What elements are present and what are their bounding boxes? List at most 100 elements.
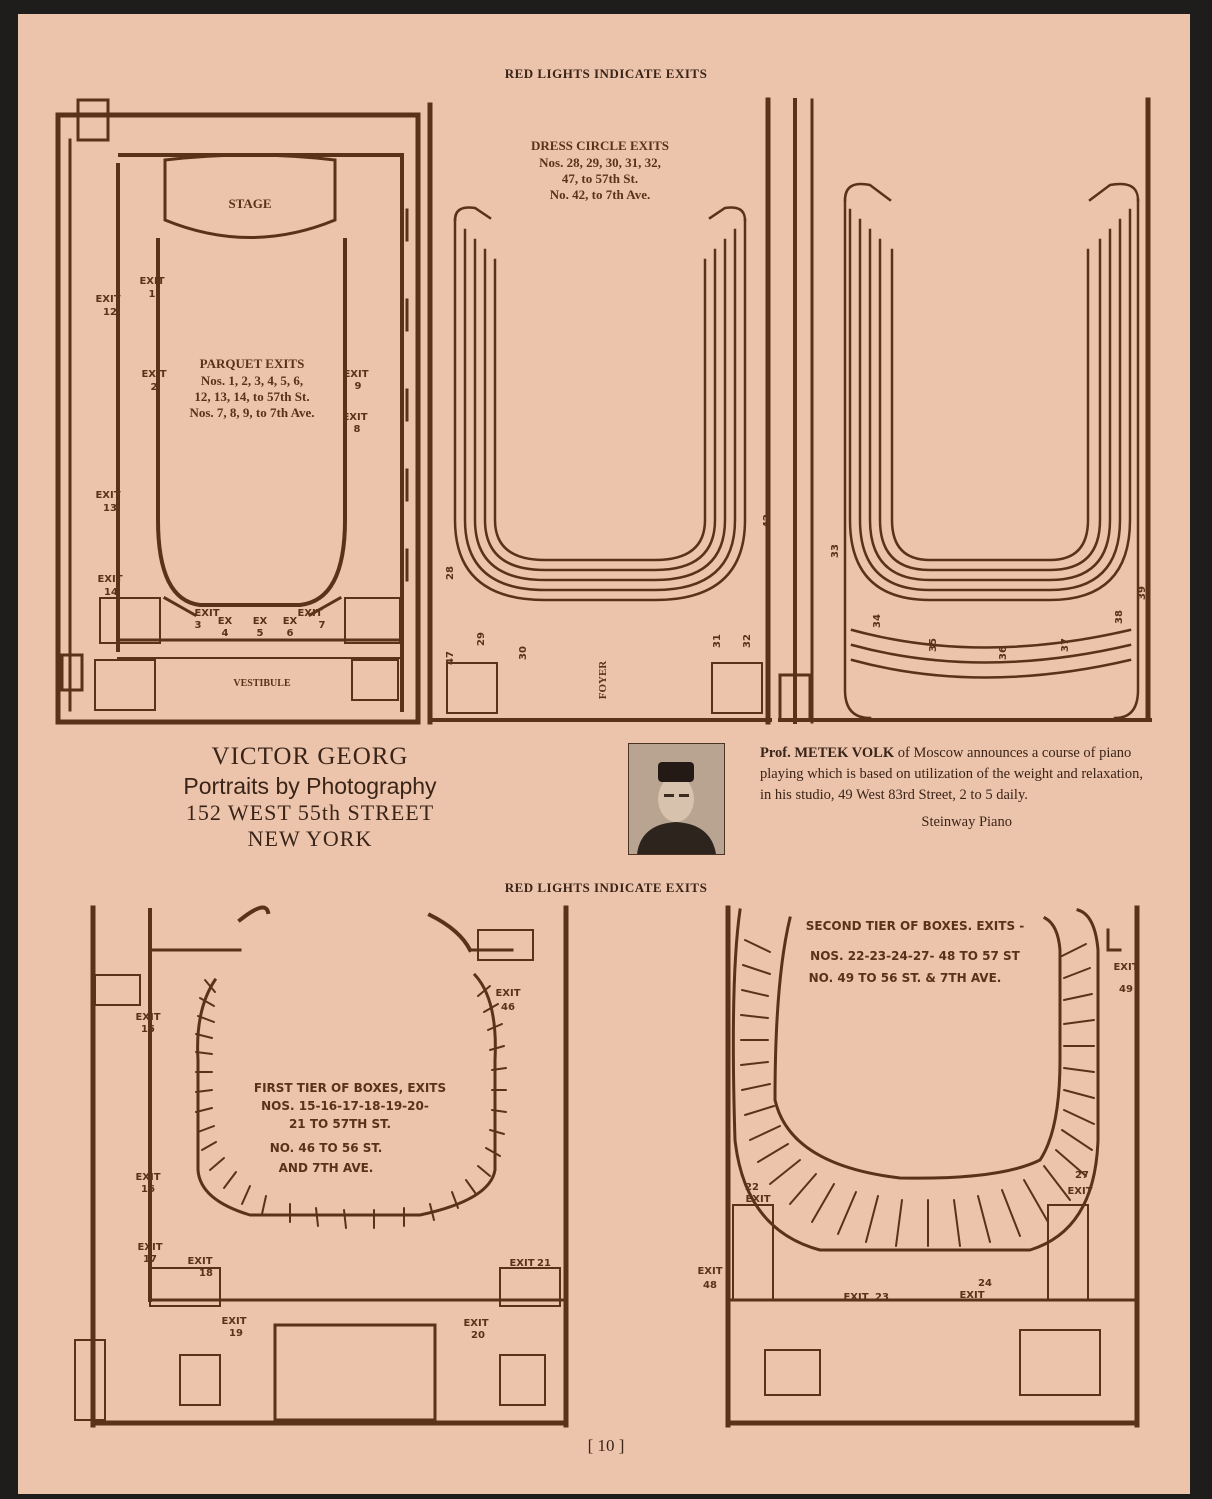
exit-word: EXIT bbox=[697, 1266, 722, 1277]
exit-number: 8 bbox=[354, 424, 361, 435]
exit-word: EXIT bbox=[221, 1316, 246, 1327]
victor-tagline: Portraits by Photography bbox=[183, 773, 437, 799]
exit-number: 47 bbox=[445, 651, 456, 665]
exit-number: 12 bbox=[103, 307, 117, 318]
parquet-exits-title: PARQUET EXITS bbox=[200, 356, 305, 371]
vestibule-label: VESTIBULE bbox=[233, 678, 291, 689]
exit-number: 9 bbox=[355, 381, 362, 392]
exit-number: 15 bbox=[141, 1024, 155, 1035]
exit-word: EXIT bbox=[135, 1172, 160, 1183]
exit-number: 46 bbox=[501, 1002, 515, 1013]
second-tier-line-3: NO. 49 TO 56 ST. & 7TH AVE. bbox=[809, 971, 1002, 985]
program-page bbox=[18, 14, 1190, 1494]
parquet-line-2: 12, 13, 14, to 57th St. bbox=[194, 389, 309, 404]
exit-number: 5 bbox=[257, 628, 264, 639]
volk-prefix: Prof. bbox=[760, 745, 791, 761]
victor-name: VICTOR GEORG bbox=[211, 743, 409, 770]
metek-volk-ad: Prof. METEK VOLK of Moscow announces a c… bbox=[760, 743, 1152, 833]
exit-word: EXIT bbox=[509, 1258, 534, 1269]
exit-number: 13 bbox=[103, 503, 117, 514]
exit-number: 33 bbox=[830, 544, 841, 558]
exit-number: 48 bbox=[703, 1280, 717, 1291]
exit-word: EXIT bbox=[1067, 1186, 1092, 1197]
ex-word: EX bbox=[218, 616, 233, 627]
exit-number: 35 bbox=[928, 638, 939, 652]
bottom-caption: RED LIGHTS INDICATE EXITS bbox=[504, 880, 708, 895]
first-tier-line-4: NO. 46 TO 56 ST. bbox=[270, 1141, 383, 1155]
floor-plans-bottom: FIRST TIER OF BOXES, EXITS NOS. 15-16-17… bbox=[74, 905, 1140, 1428]
victor-georg-ad: VICTOR GEORG Portraits by Photography 15… bbox=[100, 742, 520, 852]
stage-label: STAGE bbox=[228, 196, 271, 211]
exit-word: EXIT bbox=[135, 1012, 160, 1023]
exit-number: 18 bbox=[199, 1268, 213, 1279]
dress-circle-line-1: Nos. 28, 29, 30, 31, 32, bbox=[539, 155, 661, 170]
exit-word: EXIT bbox=[95, 294, 120, 305]
exit-word: EXIT bbox=[1113, 962, 1138, 973]
exit-word: EXIT bbox=[342, 412, 367, 423]
top-caption: RED LIGHTS INDICATE EXITS bbox=[504, 66, 708, 81]
foyer-label: FOYER bbox=[597, 660, 609, 700]
stage-outline bbox=[163, 153, 337, 239]
exit-word: EXIT bbox=[141, 369, 166, 380]
exit-number: 28 bbox=[445, 566, 456, 580]
exit-number: 14 bbox=[104, 587, 118, 598]
victor-address: 152 WEST 55th STREET bbox=[185, 800, 435, 825]
exit-number: 17 bbox=[143, 1254, 157, 1265]
exit-word: EXIT bbox=[343, 369, 368, 380]
exit-number: 19 bbox=[229, 1328, 243, 1339]
dress-circle-line-2: 47, to 57th St. bbox=[562, 171, 638, 186]
exit-number: 4 bbox=[222, 628, 229, 639]
exit-number: 42 bbox=[762, 514, 773, 528]
exit-number: 34 bbox=[872, 614, 883, 628]
exit-word: EXIT bbox=[95, 490, 120, 501]
exit-number: 6 bbox=[287, 628, 294, 639]
floor-plans-top: STAGE VESTIBULE PARQUET EXITS Nos. 1, 2,… bbox=[55, 97, 1152, 725]
exit-number: 49 bbox=[1119, 984, 1133, 995]
volk-body: of Moscow announces a course of piano pl… bbox=[760, 745, 1143, 803]
exit-number: 7 bbox=[319, 620, 326, 631]
dress-circle-tiers bbox=[453, 206, 747, 602]
first-tier-line-2: NOS. 15-16-17-18-19-20- bbox=[261, 1099, 429, 1113]
exit-number: 37 bbox=[1060, 638, 1071, 652]
volk-name: METEK VOLK bbox=[794, 745, 895, 761]
exit-word: EXIT bbox=[97, 574, 122, 585]
exit-word: EXIT bbox=[187, 1256, 212, 1267]
exit-word: EXIT bbox=[194, 608, 219, 619]
exit-word: EXIT bbox=[959, 1290, 984, 1301]
exit-number: 36 bbox=[998, 646, 1009, 660]
exit-number: 31 bbox=[712, 634, 723, 648]
exit-word: EXIT bbox=[745, 1194, 770, 1205]
second-tier-horseshoe-outer bbox=[731, 908, 1100, 1252]
exit-word: EXIT bbox=[495, 988, 520, 999]
victor-city: NEW YORK bbox=[247, 826, 373, 851]
exit-number: 22 bbox=[745, 1182, 759, 1193]
exit-number: 1 bbox=[149, 289, 156, 300]
exit-number: 24 bbox=[978, 1278, 992, 1289]
portrait-image bbox=[629, 744, 724, 854]
portrait-photo bbox=[628, 743, 725, 855]
exit-number: 27 bbox=[1075, 1170, 1089, 1181]
exit-word: EXIT bbox=[137, 1242, 162, 1253]
exit-number: 21 bbox=[537, 1258, 551, 1269]
exit-word: EXIT bbox=[139, 276, 164, 287]
second-tier-horseshoe-inner bbox=[773, 915, 1062, 1180]
exit-word: EXIT bbox=[463, 1318, 488, 1329]
first-tier-horseshoe bbox=[196, 972, 497, 1217]
parquet-line-1: Nos. 1, 2, 3, 4, 5, 6, bbox=[201, 373, 303, 388]
exit-number: 23 bbox=[875, 1292, 889, 1303]
parquet-line-3: Nos. 7, 8, 9, to 7th Ave. bbox=[189, 405, 314, 420]
exit-number: 39 bbox=[1137, 586, 1148, 600]
exit-number: 16 bbox=[141, 1184, 155, 1195]
second-tier-line-2: NOS. 22-23-24-27- 48 TO 57 ST bbox=[810, 949, 1020, 963]
steinway-note: Steinway Piano bbox=[921, 814, 1012, 830]
exit-word: EXIT bbox=[297, 608, 322, 619]
exit-number: 38 bbox=[1114, 610, 1125, 624]
exit-number: 30 bbox=[518, 646, 529, 660]
dress-circle-title: DRESS CIRCLE EXITS bbox=[531, 138, 669, 153]
dress-circle-line-3: No. 42, to 7th Ave. bbox=[550, 187, 651, 202]
first-tier-line-5: AND 7TH AVE. bbox=[279, 1161, 374, 1175]
exit-number: 32 bbox=[742, 634, 753, 648]
exit-number: 3 bbox=[195, 620, 202, 631]
exit-number: 29 bbox=[476, 632, 487, 646]
ex-word: EX bbox=[283, 616, 298, 627]
